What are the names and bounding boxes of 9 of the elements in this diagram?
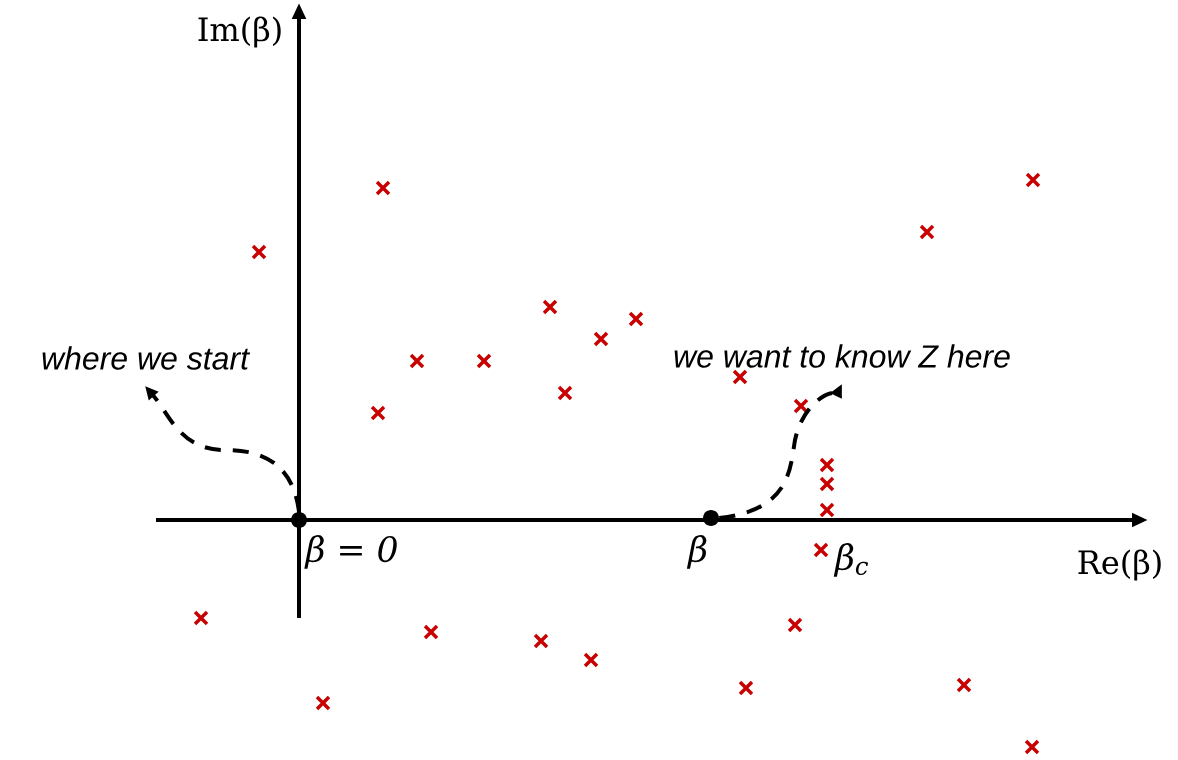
point-label: β$_{c}$	[833, 543, 869, 577]
point-label: β	[686, 535, 707, 569]
point-dot	[291, 512, 307, 528]
annotation-text: we want to know Z here	[674, 344, 1010, 368]
axis-label: Im(β)	[198, 16, 281, 48]
point-label: β = 0	[304, 535, 397, 569]
annotation-text: where we start	[42, 346, 251, 370]
axis-label: Re(β)	[1078, 549, 1161, 581]
point-dot	[703, 510, 719, 526]
